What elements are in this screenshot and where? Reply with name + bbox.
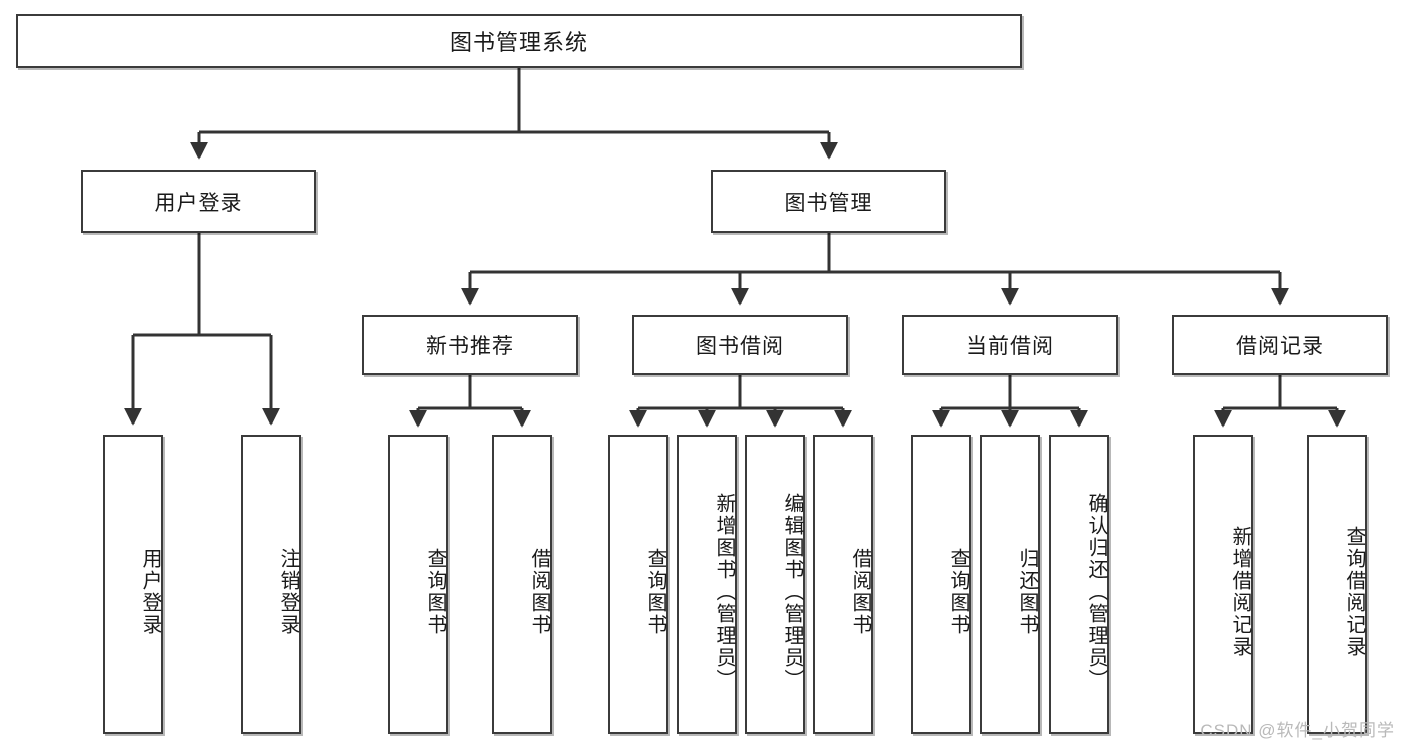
watermark: CSDN @软件_小贺同学: [1200, 721, 1395, 740]
node-label: 查询借阅记录: [1343, 525, 1365, 658]
node-label: 用户登录: [139, 547, 161, 636]
node-label: 图书管理系统: [449, 30, 588, 55]
node-book-management[interactable]: 图书管理: [711, 170, 946, 233]
leaf-borrow-edit-book[interactable]: 编辑图书（管理员）: [745, 435, 805, 734]
node-label: 查询图书: [644, 547, 666, 636]
leaf-user-login-signout[interactable]: 注销登录: [241, 435, 301, 734]
leaf-recommend-query-book[interactable]: 查询图书: [388, 435, 448, 734]
node-label: 借阅图书: [849, 547, 871, 636]
node-borrow-record[interactable]: 借阅记录: [1172, 315, 1388, 375]
node-label: 借阅记录: [1236, 335, 1324, 358]
leaf-borrow-query-book[interactable]: 查询图书: [608, 435, 668, 734]
node-label: 借阅图书: [528, 547, 550, 636]
leaf-current-confirm-return[interactable]: 确认归还（管理员）: [1049, 435, 1109, 734]
node-label: 新书推荐: [426, 335, 514, 358]
leaf-current-query-book[interactable]: 查询图书: [911, 435, 971, 734]
leaf-current-return-book[interactable]: 归还图书: [980, 435, 1040, 734]
node-label: 编辑图书（管理员）: [781, 492, 803, 691]
leaf-user-login-signin[interactable]: 用户登录: [103, 435, 163, 734]
node-label: 新增图书（管理员）: [713, 492, 735, 691]
node-label: 当前借阅: [966, 335, 1054, 358]
node-book-borrow[interactable]: 图书借阅: [632, 315, 848, 375]
node-new-book-recommend[interactable]: 新书推荐: [362, 315, 578, 375]
leaf-recommend-borrow-book[interactable]: 借阅图书: [492, 435, 552, 734]
node-label: 用户登录: [154, 191, 243, 215]
node-user-login[interactable]: 用户登录: [81, 170, 316, 233]
node-label: 新增借阅记录: [1229, 525, 1251, 658]
leaf-record-add-record[interactable]: 新增借阅记录: [1193, 435, 1253, 734]
node-label: 图书管理: [784, 191, 873, 215]
node-label: 归还图书: [1016, 547, 1038, 636]
node-label: 注销登录: [277, 547, 299, 636]
leaf-borrow-lend-book[interactable]: 借阅图书: [813, 435, 873, 734]
node-root-system[interactable]: 图书管理系统: [16, 14, 1022, 68]
node-label: 图书借阅: [696, 335, 784, 358]
leaf-borrow-add-book[interactable]: 新增图书（管理员）: [677, 435, 737, 734]
node-label: 查询图书: [424, 547, 446, 636]
node-current-borrow[interactable]: 当前借阅: [902, 315, 1118, 375]
leaf-record-query-record[interactable]: 查询借阅记录: [1307, 435, 1367, 734]
node-label: 查询图书: [947, 547, 969, 636]
node-label: 确认归还（管理员）: [1085, 492, 1107, 691]
